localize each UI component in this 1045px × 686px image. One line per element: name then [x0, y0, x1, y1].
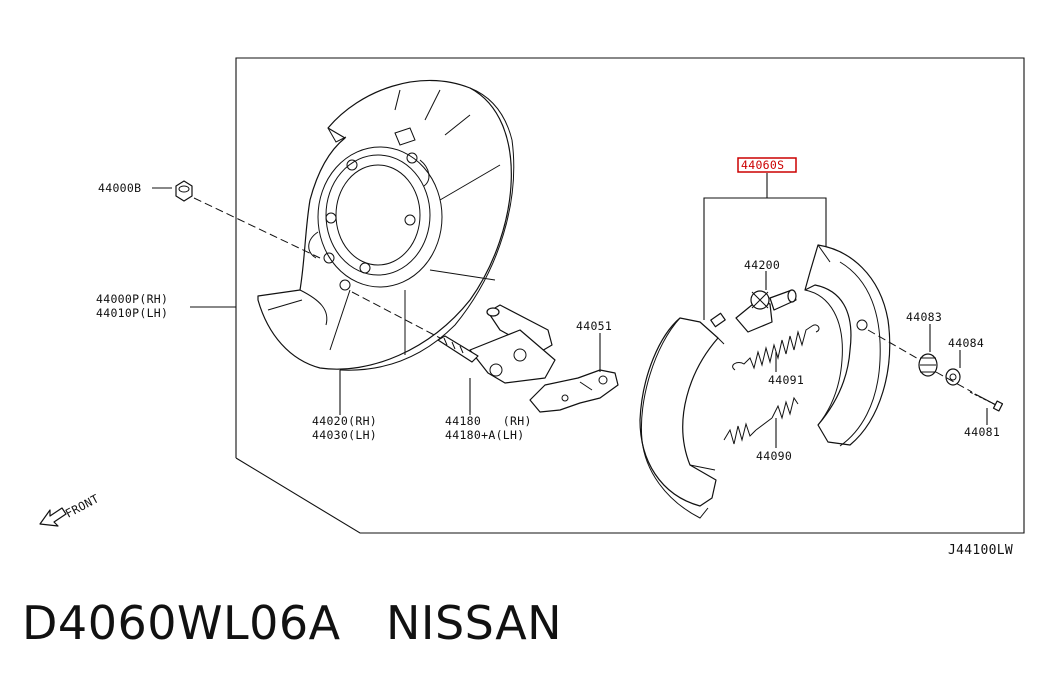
label-44030: 44030(LH): [312, 428, 377, 442]
pin-44081[interactable]: [969, 391, 1004, 412]
label-44090: 44090: [756, 449, 792, 463]
label-44083: 44083: [906, 310, 942, 324]
front-label: FRONT: [63, 491, 101, 520]
label-44081: 44081: [964, 425, 1000, 439]
parts-diagram: 44000B 44000P(RH) 44010P(LH) 44020(RH) 4…: [39, 57, 1025, 558]
label-44051: 44051: [576, 319, 612, 333]
brake-shoe-left[interactable]: [639, 312, 726, 519]
label-44020: 44020(RH): [312, 414, 377, 428]
brake-shoe-right[interactable]: [804, 244, 891, 447]
label-44091: 44091: [768, 373, 804, 387]
label-44180-lh: 44180+A(LH): [445, 428, 524, 442]
retainer-44084[interactable]: [945, 368, 961, 386]
diagram-frame: [235, 57, 1025, 534]
label-44000P: 44000P(RH): [96, 292, 168, 306]
label-44010P: 44010P(LH): [96, 306, 168, 320]
spring-44091[interactable]: [732, 324, 820, 371]
adjuster-lever-44180[interactable]: [437, 304, 556, 384]
spring-cup-44083[interactable]: [918, 353, 938, 377]
label-44084: 44084: [948, 336, 984, 350]
caption-brand: NISSAN: [385, 596, 563, 650]
nut-44000B[interactable]: [175, 180, 193, 202]
drawing-code: J44100LW: [948, 543, 1013, 558]
label-44200: 44200: [744, 258, 780, 272]
bracket-44051[interactable]: [529, 369, 619, 413]
front-arrow-icon: [39, 507, 67, 527]
label-44060S[interactable]: 44060S: [741, 158, 784, 172]
spring-44090[interactable]: [723, 396, 799, 445]
label-44000B: 44000B: [98, 181, 141, 195]
adjuster-44200[interactable]: [735, 289, 797, 333]
label-44180-rh: 44180 (RH): [445, 414, 532, 428]
caption: D4060WL06A NISSAN: [22, 596, 562, 650]
highlight-44060S: [737, 157, 797, 173]
backing-plate[interactable]: [257, 79, 515, 371]
caption-part-number: D4060WL06A: [22, 596, 341, 650]
